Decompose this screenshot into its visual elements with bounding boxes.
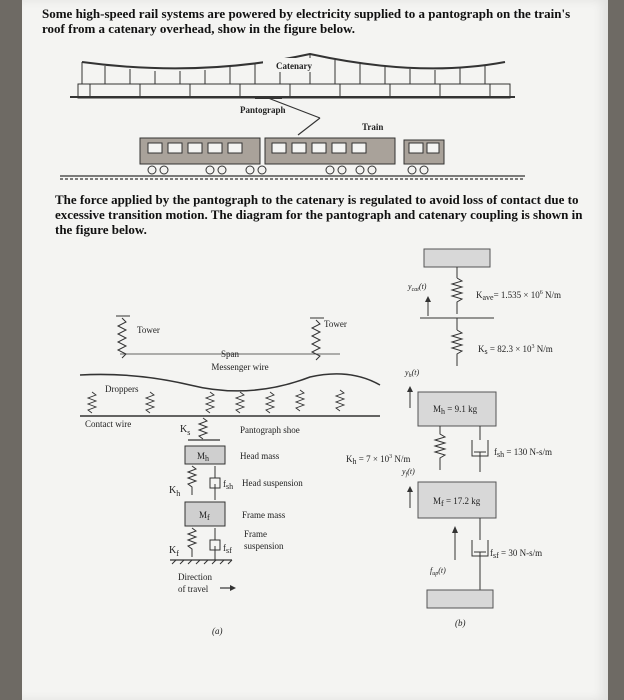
fsf-damper — [209, 528, 221, 560]
pantograph-arm — [255, 97, 321, 136]
tower-right — [310, 317, 324, 361]
kave-spring — [450, 277, 464, 314]
fsh-value: fsh = 130 N-s/m — [494, 447, 552, 459]
pantograph-label: Pantograph — [240, 105, 286, 115]
ks-spring — [197, 417, 209, 440]
direction-label-2: of travel — [178, 584, 209, 594]
droppers-label: Droppers — [105, 384, 139, 394]
figure-a-caption: (a) — [212, 626, 223, 636]
ground-hatch — [170, 559, 233, 565]
head-mass-label: Head mass — [240, 451, 280, 461]
ks-value: Ks = 82.3 × 103 N/m — [478, 344, 553, 356]
droppers — [86, 389, 346, 414]
yh-symbol: yh(t) — [404, 368, 419, 379]
yf-symbol: yf(t) — [401, 467, 415, 478]
messenger-wire-label: Messenger wire — [211, 362, 268, 372]
fsf-value: fsf = 30 N-s/m — [490, 548, 542, 560]
catenary-label: Catenary — [276, 61, 312, 71]
base-block — [426, 589, 494, 609]
tower-right-label: Tower — [324, 319, 347, 329]
figure-a: Tower Tower Span Messenger wire Droppers… — [79, 315, 381, 636]
fsh-symbol: fsh — [223, 479, 233, 491]
intro-paragraph: Some high-speed rail systems are powered… — [42, 6, 571, 36]
ycat-symbol: ycat(t) — [407, 282, 427, 293]
ks-spring-b — [450, 329, 464, 366]
fsh-damper — [209, 466, 221, 500]
messenger-wire — [79, 373, 381, 392]
kf-spring — [186, 527, 198, 557]
kh-value: Kh = 7 × 103 N/m — [346, 454, 410, 466]
figure-b-caption: (b) — [455, 618, 466, 628]
frame-mass-block — [184, 501, 226, 527]
mh-value: Mh = 9.1 kg — [433, 404, 478, 416]
pantograph-shoe-label: Pantograph shoe — [240, 425, 300, 435]
mf-symbol: Mf — [199, 510, 210, 522]
kh-symbol: Kh — [169, 485, 180, 498]
contact-wire-label: Contact wire — [85, 419, 131, 429]
fsf-damper-b — [471, 518, 489, 590]
catenary-top-block — [423, 248, 491, 268]
frame-suspension-label-1: Frame — [244, 529, 267, 539]
train-cars — [139, 137, 445, 175]
kh-spring — [186, 465, 198, 495]
head-mass-block — [184, 445, 226, 465]
head-suspension-label: Head suspension — [242, 478, 303, 488]
fup-arrow — [452, 526, 458, 560]
mf-value: Mf = 17.2 kg — [433, 496, 481, 508]
mf-block — [417, 481, 497, 519]
kh-spring-b — [433, 426, 447, 470]
yh-arrow — [407, 386, 413, 408]
ycat-arrow — [425, 296, 431, 316]
fsf-symbol: fsf — [223, 543, 232, 555]
fsh-damper-b — [471, 426, 489, 472]
direction-arrow — [220, 585, 236, 591]
kave-value: Kave= 1.535 × 106 N/m — [476, 290, 561, 302]
tower-left — [116, 315, 130, 359]
mh-symbol: Mh — [197, 451, 209, 463]
direction-label-1: Direction — [178, 572, 212, 582]
train-catenary-figure: Catenary Pantograph Train — [60, 52, 525, 180]
mh-block — [417, 391, 497, 427]
yf-arrow — [407, 486, 413, 508]
rail-track — [60, 175, 525, 180]
train-label: Train — [362, 122, 383, 132]
fup-symbol: fup(t) — [430, 566, 446, 577]
ks-symbol: Ks — [180, 424, 190, 437]
frame-mass-label: Frame mass — [242, 510, 286, 520]
coupling-paragraph: The force applied by the pantograph to t… — [55, 192, 583, 237]
frame-suspension-label-2: suspension — [244, 541, 284, 551]
kf-symbol: Kf — [169, 545, 179, 558]
tower-left-label: Tower — [137, 325, 160, 335]
figure-b: ycat(t) Kave= 1.535 × 106 N/m Ks = 82.3 … — [346, 248, 561, 628]
